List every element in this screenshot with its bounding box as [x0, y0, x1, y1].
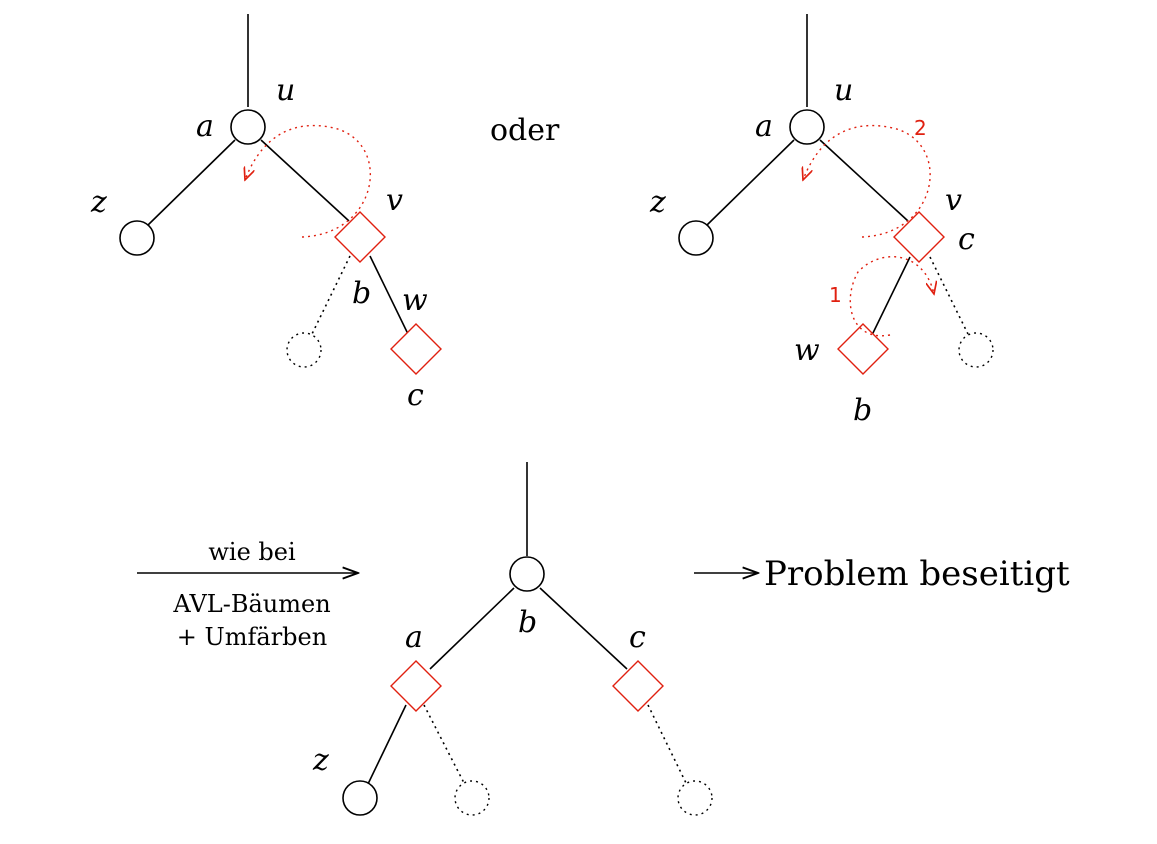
connector-oder: oder	[490, 113, 560, 148]
tree-3: b a c z	[312, 462, 713, 816]
tree1-label-b: b	[352, 276, 371, 311]
tree-2: 2 1 u a z v c w b	[649, 14, 994, 428]
tree3-label-c: c	[629, 620, 646, 655]
tree1-node-z	[119, 220, 155, 256]
tree1-dotted-edge	[311, 255, 351, 335]
tree1-label-v: v	[386, 183, 403, 218]
tree2-node-z	[678, 220, 714, 256]
tree3-node-b	[509, 556, 545, 592]
tree1-label-u: u	[276, 73, 295, 108]
tree2-label-w: w	[794, 333, 820, 368]
tree-1: u a z v b w c	[90, 14, 442, 413]
tree3-dotted-node-c	[677, 780, 713, 816]
tree2-node-v	[893, 211, 945, 263]
tree3-node-z	[342, 780, 378, 816]
tree1-node-v	[334, 211, 386, 263]
tree3-edge-b-a	[429, 587, 515, 670]
tree2-label-c: c	[958, 222, 975, 257]
tree2-label-u: u	[834, 73, 853, 108]
tree1-dotted-node	[286, 332, 322, 368]
step-label-top: wie bei	[208, 538, 296, 566]
tree3-label-a: a	[405, 620, 423, 655]
tree2-rotation-arrow-1	[849, 256, 934, 337]
tree1-edge-a-v	[260, 139, 350, 222]
tree3-node-c	[612, 660, 664, 712]
tree2-label-v: v	[945, 183, 962, 218]
tree2-dotted-edge	[929, 256, 969, 335]
tree3-dotted-node-a	[454, 780, 490, 816]
tree3-dotted-edge-a	[423, 704, 465, 784]
tree2-edge-a-v	[819, 139, 909, 222]
tree1-edge-v-w	[369, 255, 409, 335]
tree1-label-c: c	[407, 378, 424, 413]
tree2-dotted-node	[958, 332, 994, 368]
transformation-step: wie bei AVL-Bäumen + Umfärben	[137, 538, 358, 651]
tree2-label-z: z	[649, 185, 666, 220]
tree3-label-b: b	[518, 605, 537, 640]
tree2-label-a: a	[755, 109, 773, 144]
tree3-edge-b-c	[539, 587, 628, 670]
tree3-edge-a-z	[367, 704, 407, 785]
tree1-node-a	[230, 109, 266, 145]
tree2-edge-a-z	[706, 139, 795, 226]
tree1-label-a: a	[196, 109, 214, 144]
tree2-node-a	[789, 109, 825, 145]
step-label-bottom-1: AVL-Bäumen	[172, 590, 330, 618]
tree3-node-a	[390, 660, 442, 712]
tree2-node-w	[837, 323, 889, 375]
tree2-edge-v-w	[871, 256, 911, 336]
tree2-rotation-arrow-2	[803, 124, 931, 238]
step-label-bottom-2: + Umfärben	[177, 623, 327, 651]
tree1-label-z: z	[90, 185, 107, 220]
tree3-dotted-edge-c	[647, 704, 687, 784]
tree2-step-2: 2	[914, 116, 927, 140]
result-text: Problem beseitigt	[764, 554, 1070, 594]
tree1-edge-a-z	[147, 139, 236, 226]
tree1-label-w: w	[402, 283, 428, 318]
result: Problem beseitigt	[694, 554, 1070, 594]
tree2-label-b: b	[853, 393, 872, 428]
tree1-node-w	[390, 323, 442, 375]
tree3-label-z: z	[312, 743, 329, 778]
tree2-step-1: 1	[829, 283, 842, 307]
